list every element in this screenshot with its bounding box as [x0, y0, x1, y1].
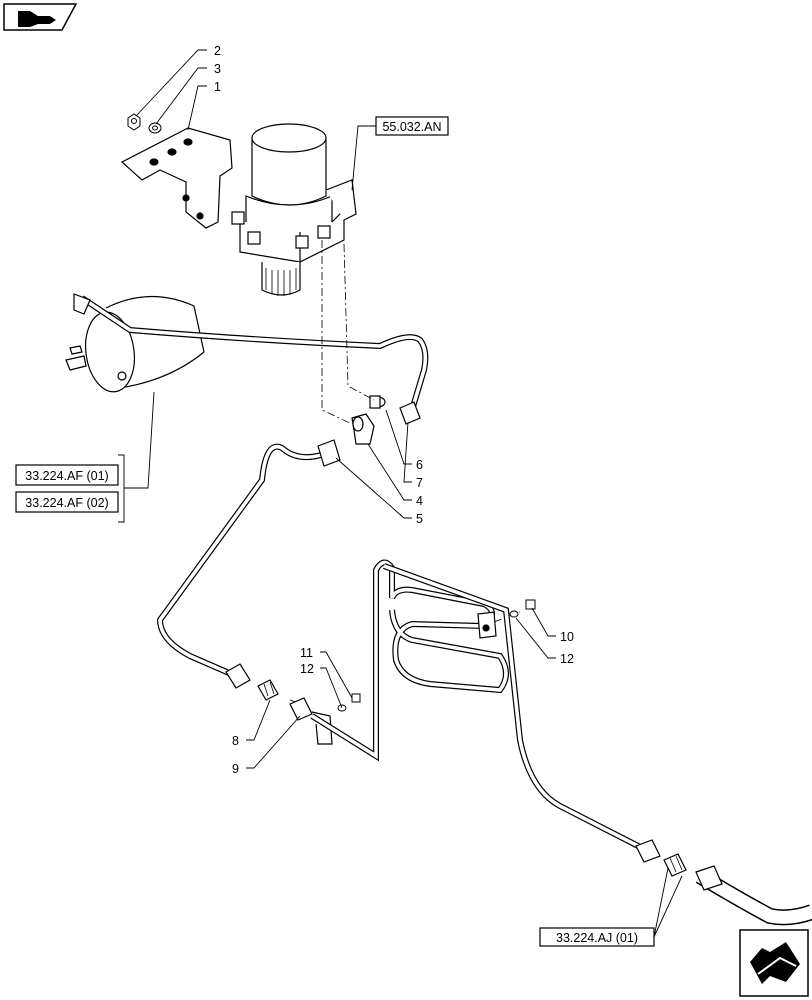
- callout-4: 4: [416, 494, 423, 508]
- ref-box-tank-1[interactable]: 33.224.AF (01): [15, 464, 119, 486]
- ref-label-valve: 55.032.AN: [382, 120, 441, 134]
- ref-label-tank-2: 33.224.AF (02): [25, 496, 108, 510]
- callout-8: 8: [232, 734, 239, 748]
- connector-8: [257, 679, 279, 701]
- callout-1: 1: [214, 80, 221, 94]
- callout-3: 3: [214, 62, 221, 76]
- ref-label-line: 33.224.AJ (01): [556, 931, 638, 945]
- elbow-fitting-7: [399, 401, 421, 425]
- coil-clip: [477, 611, 497, 639]
- screw-10: [509, 599, 536, 618]
- air-tank: [65, 295, 205, 393]
- callout-12-left: 12: [300, 662, 314, 676]
- pipe-nut-bottom: [635, 839, 661, 863]
- ref-bracket-tank: [118, 391, 155, 523]
- callout-12-right: 12: [560, 652, 574, 666]
- air-dryer-assembly: [231, 123, 357, 296]
- screw-11: [337, 693, 361, 712]
- air-pipe-upper: [73, 293, 429, 411]
- fitting-6: [369, 395, 386, 409]
- nut: [127, 113, 141, 131]
- cooling-coil: [310, 559, 652, 855]
- pipe-nut-lower: [225, 663, 251, 689]
- ref-label-tank-1: 33.224.AF (01): [25, 469, 108, 483]
- callout-6: 6: [416, 458, 423, 472]
- callout-9: 9: [232, 762, 239, 776]
- ref-leader-line: [653, 867, 683, 938]
- ref-box-line[interactable]: 33.224.AJ (01): [539, 927, 655, 947]
- hose-bottom: [695, 865, 812, 926]
- pipe-nut-5: [317, 439, 341, 467]
- callout-7: 7: [416, 476, 423, 490]
- elbow-fitting-4: [351, 413, 375, 445]
- washer: [148, 122, 162, 134]
- next-page-arrow-icon[interactable]: [739, 929, 809, 997]
- mounting-bracket: [120, 127, 233, 229]
- connector-bottom: [663, 853, 687, 877]
- callout-11: 11: [300, 646, 313, 660]
- book-navigation-icon[interactable]: [3, 3, 78, 31]
- ref-box-valve[interactable]: 55.032.AN: [375, 116, 449, 136]
- callout-leaders: [135, 49, 556, 769]
- ref-box-tank-2[interactable]: 33.224.AF (02): [15, 491, 119, 513]
- union-9: [289, 697, 333, 745]
- callout-10: 10: [560, 630, 574, 644]
- callout-2: 2: [214, 44, 221, 58]
- callout-5: 5: [416, 512, 423, 526]
- ref-leader-valve: [351, 125, 376, 191]
- air-pipe-main: [156, 443, 332, 679]
